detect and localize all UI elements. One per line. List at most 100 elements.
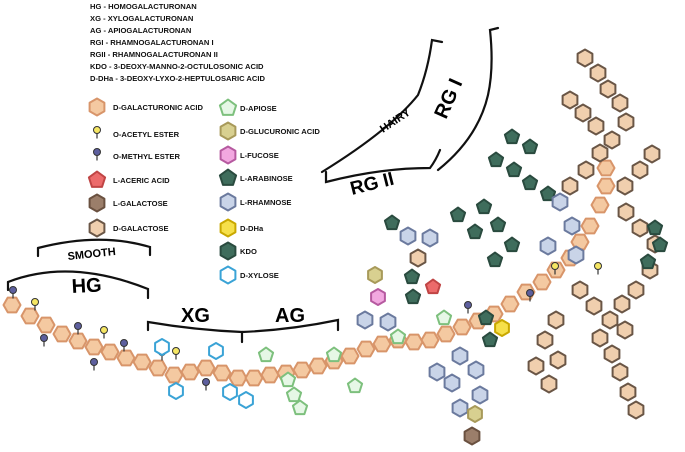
galactose-residue <box>613 294 631 314</box>
arabinose-residue <box>466 223 484 240</box>
smooth-label: SMOOTH <box>67 246 116 263</box>
abbr-hg: HG - HOMOGALACTURONAN <box>90 2 197 11</box>
legend-icon-d-galactose <box>88 218 106 238</box>
galactose-residue <box>616 176 634 196</box>
sugar-residues <box>2 48 669 446</box>
legend-label-arabinose: L-ARABINOSE <box>240 174 293 183</box>
galactose-residue <box>627 280 645 300</box>
galactose-residue <box>603 344 621 364</box>
galactose-residue <box>591 143 609 163</box>
rhamnose-residue <box>421 228 439 248</box>
o-acetyl-ester-mark <box>172 347 180 360</box>
galacturonic-acid-residue <box>212 364 232 382</box>
legend-label-d-galactose: D-GALACTOSE <box>113 224 169 233</box>
arabinose-residue <box>486 251 504 268</box>
region-brackets <box>6 26 500 344</box>
legend-left-column: D-GALACTURONIC ACID O-ACETYL ESTER O-MET… <box>87 97 204 238</box>
galacturonic-acid-residue <box>436 325 456 343</box>
galactose-residue <box>547 310 565 330</box>
abbr-ag: AG - APIOGALACTURONAN <box>90 26 191 35</box>
arabinose-residue <box>475 198 493 215</box>
galacturonic-acid-residue <box>100 343 120 361</box>
o-acetyl-ester-mark <box>594 262 602 275</box>
arabinose-residue <box>383 214 401 231</box>
xg-bracket <box>146 320 244 344</box>
arabinose-residue <box>639 253 657 270</box>
galactose-residue <box>603 130 621 150</box>
apiose-residue <box>346 377 364 394</box>
legend-icon-l-aceric-acid <box>87 170 107 188</box>
l-galactose-residue <box>463 426 481 446</box>
legend: D-GALACTURONIC ACID O-ACETYL ESTER O-MET… <box>87 97 320 285</box>
rhamnose-residue <box>471 385 489 405</box>
galacturonic-acid-residue <box>500 295 520 313</box>
arabinose-residue <box>521 138 539 155</box>
arabinose-residue <box>521 174 539 191</box>
galacturonic-acid-residue <box>260 366 280 384</box>
legend-icon-l-rhamnose <box>219 192 237 212</box>
xg-label: XG <box>181 305 210 327</box>
rhamnose-residue <box>563 216 581 236</box>
apiose-residue <box>257 346 275 363</box>
legend-icon-d-dha <box>219 218 237 238</box>
galactose-residue <box>611 362 629 382</box>
legend-label-o-methyl-ester: O-METHYL ESTER <box>113 152 180 161</box>
hg-label: HG <box>71 274 102 298</box>
galacturonic-acid-residue <box>340 347 360 365</box>
arabinose-residue <box>404 288 422 305</box>
galacturonic-acid-residue <box>132 353 152 371</box>
rg2-bracket <box>324 148 442 184</box>
xylose-residue <box>208 342 224 360</box>
legend-icon-l-fucose <box>219 145 237 165</box>
galacturonic-acid-residue <box>308 357 328 375</box>
galacturonic-acid-residue <box>84 338 104 356</box>
galacturonic-acid-residue <box>244 369 264 387</box>
galactose-residue <box>585 296 603 316</box>
o-methyl-ester-mark <box>9 286 17 299</box>
galactose-residue <box>601 310 619 330</box>
abbr-kdo: KDO - 3-DEOXY-MANNO-2-OCTULOSONIC ACID <box>90 62 264 71</box>
galacturonic-acid-residue <box>292 361 312 379</box>
galactose-residue <box>549 350 567 370</box>
legend-label-kdo: KDO <box>240 247 257 256</box>
xylose-residue <box>222 383 238 401</box>
galacturonic-acid-residue <box>52 325 72 343</box>
rhamnose-residue <box>443 373 461 393</box>
rhamnose-residue <box>428 362 446 382</box>
o-methyl-ester-mark <box>526 289 534 302</box>
ag-label: AG <box>275 305 305 327</box>
xylose-residue <box>168 382 184 400</box>
legend-icon-d-galacturonic-acid <box>88 97 106 117</box>
glucuronic-acid-residue <box>467 405 483 423</box>
xylose-residue <box>238 391 254 409</box>
galacturonic-acid-residue <box>196 359 216 377</box>
galactose-residue <box>643 144 661 164</box>
galacturonic-acid-residue <box>180 363 200 381</box>
apiose-residue <box>325 346 343 363</box>
galactose-residue <box>571 280 589 300</box>
abbreviation-list: HG - HOMOGALACTURONAN XG - XYLOGALACTURO… <box>90 2 265 83</box>
galacturonic-acid-residue <box>420 331 440 349</box>
rhamnose-residue <box>451 398 469 418</box>
rg1-bracket <box>436 26 500 172</box>
dha-residue <box>494 319 510 337</box>
galactose-residue <box>409 248 427 268</box>
galacturonic-acid-residue <box>596 177 616 195</box>
galactose-residue <box>611 93 629 113</box>
o-methyl-ester-mark <box>40 334 48 347</box>
galacturonic-acid-residue <box>590 196 610 214</box>
o-methyl-ester-mark <box>202 378 210 391</box>
apiose-residue <box>435 309 453 326</box>
galacturonic-acid-residue <box>116 349 136 367</box>
arabinose-residue <box>503 236 521 253</box>
galactose-residue <box>574 103 592 123</box>
galactose-residue <box>619 382 637 402</box>
galactose-residue <box>527 356 545 376</box>
arabinose-residue <box>487 151 505 168</box>
abbr-rgii: RGII - RHAMNOGALACTURONAN II <box>90 50 218 59</box>
galactose-residue <box>589 63 607 83</box>
galactose-residue <box>631 218 649 238</box>
abbr-xg: XG - XYLOGALACTURONAN <box>90 14 193 23</box>
o-methyl-ester-mark <box>74 322 82 335</box>
galactose-residue <box>617 202 635 222</box>
